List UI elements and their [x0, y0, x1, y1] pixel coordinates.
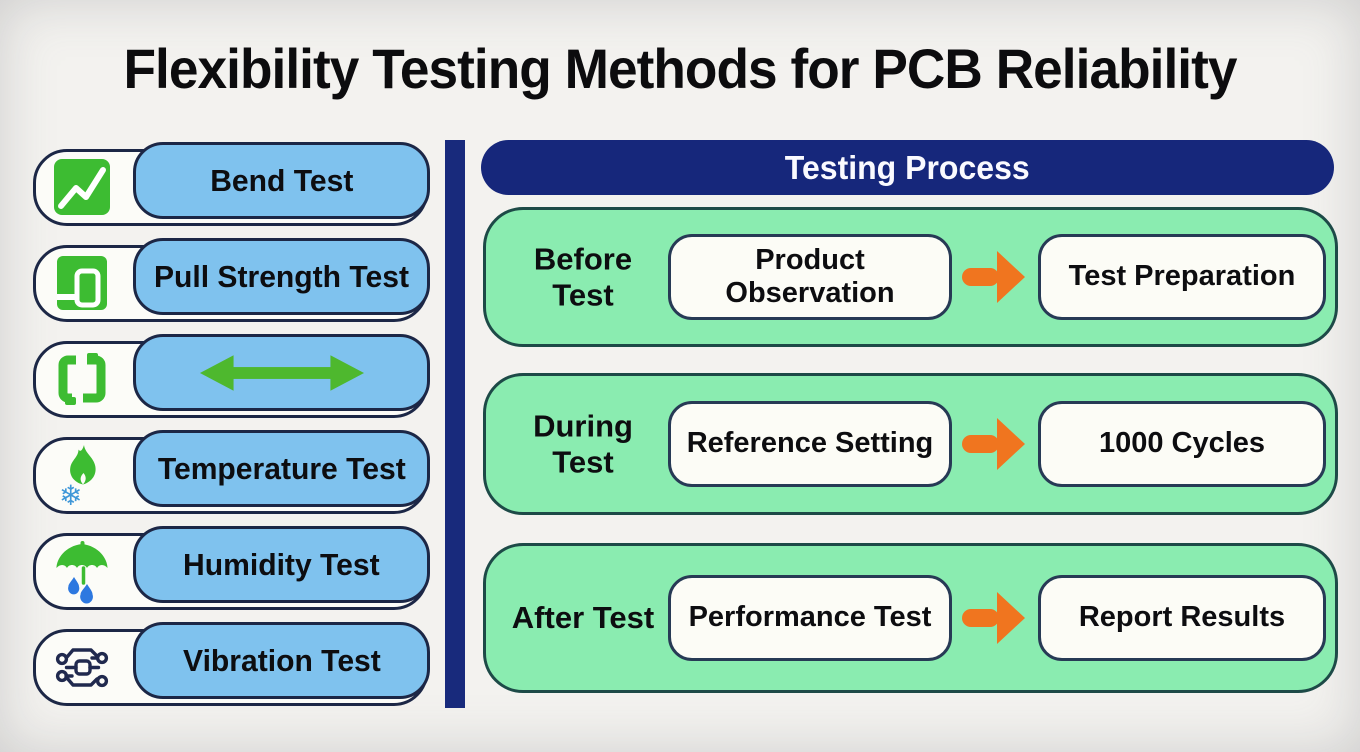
pull-frame-icon: [50, 250, 114, 316]
method-row-temperature-test: ❄ Temperature Test: [33, 430, 430, 514]
testing-process-panel: Testing Process Before Test Product Obse…: [481, 0, 1338, 752]
method-label-panel: Temperature Test: [133, 430, 430, 507]
method-row-flex-range: [33, 334, 430, 418]
trend-chart-icon: [50, 154, 114, 220]
method-label-panel: Vibration Test: [133, 622, 430, 699]
method-row-bend-test: Bend Test: [33, 142, 430, 226]
method-label: Temperature Test: [157, 450, 406, 486]
process-row-after-test: After Test Performance Test Report Resul…: [483, 543, 1338, 693]
step-box: Performance Test: [668, 575, 952, 661]
vertical-divider: [445, 140, 465, 708]
page-title: Flexibility Testing Methods for PCB Reli…: [123, 37, 1237, 100]
umbrella-drops-icon: [50, 538, 114, 604]
process-header-label: Testing Process: [785, 148, 1030, 186]
method-label: Pull Strength Test: [153, 258, 410, 294]
circuit-chip-icon: [50, 634, 114, 700]
method-row-pull-strength-test: Pull Strength Test: [33, 238, 430, 322]
stage-label: Before Test: [533, 241, 633, 312]
method-label-panel: [133, 334, 430, 411]
pcb-frame-icon: [50, 346, 114, 412]
arrow-right-icon: [962, 592, 1025, 644]
process-row-during-test: During Test Reference Setting 1000 Cycle…: [483, 373, 1338, 515]
step-box: Product Observation: [668, 234, 952, 320]
step-box: Report Results: [1038, 575, 1326, 661]
method-row-vibration-test: Vibration Test: [33, 622, 430, 706]
test-methods-panel: Bend Test Pull Strength Test: [33, 142, 430, 718]
process-row-before-test: Before Test Product Observation Test Pre…: [483, 207, 1338, 347]
process-header: Testing Process: [481, 140, 1334, 195]
method-label: Vibration Test: [182, 642, 381, 678]
arrow-right-icon: [962, 418, 1025, 470]
step-box: Reference Setting: [668, 401, 952, 487]
double-arrow-icon: [199, 354, 364, 391]
stage-label: After Test: [511, 600, 655, 636]
svg-text:❄: ❄: [59, 479, 82, 508]
method-label: Bend Test: [209, 162, 354, 198]
method-label-panel: Humidity Test: [133, 526, 430, 603]
method-label: Humidity Test: [183, 546, 380, 582]
step-box: 1000 Cycles: [1038, 401, 1326, 487]
arrow-right-icon: [962, 251, 1025, 303]
stage-label: During Test: [533, 408, 633, 479]
flame-snowflake-icon: ❄: [50, 442, 114, 512]
method-label-panel: Pull Strength Test: [133, 238, 430, 315]
method-row-humidity-test: Humidity Test: [33, 526, 430, 610]
method-label-panel: Bend Test: [133, 142, 430, 219]
step-box: Test Preparation: [1038, 234, 1326, 320]
